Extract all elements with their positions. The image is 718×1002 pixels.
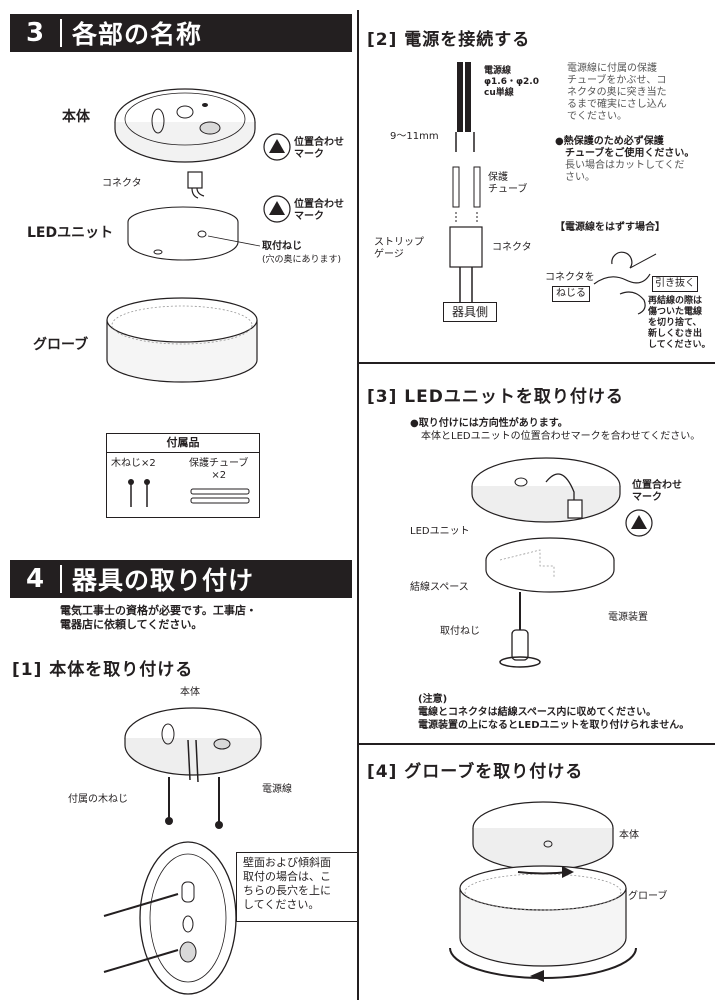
step3-body-illustration — [471, 457, 621, 523]
cut-if-long-note: 長い場合はカットしてくだ さい。 — [564, 160, 685, 183]
step3-bullet-sub: 本体とLEDユニットの位置合わせマークを合わせてください。 — [421, 431, 701, 442]
step1-woodscrew-label: 付属の木ねじ — [68, 794, 128, 805]
step-4-title: [4] グローブを取り付ける — [367, 762, 584, 782]
step4-globe-illustration — [449, 865, 637, 982]
align-mark-label-2: 位置合わせ マーク — [294, 199, 344, 222]
globe-illustration — [106, 297, 258, 383]
qualification-note: 電気工事士の資格が必要です。工事店・ 電器店に依頼してください。 — [60, 604, 257, 631]
protect-tube-label: 保護 チューブ — [488, 172, 528, 195]
wood-screw-right — [215, 777, 223, 829]
step2-connector-label: コネクタ — [492, 242, 532, 253]
mounting-screw-note: (穴の奥にあります) — [262, 255, 342, 265]
power-unit-label: 電源装置 — [608, 612, 648, 623]
wiring-space-label: 結線スペース — [410, 582, 469, 593]
caution-line-2: 電源装置の上になるとLEDユニットを取り付けられません。 — [418, 720, 690, 731]
step4-globe-label: グローブ — [628, 891, 668, 902]
section-3-header: 3 各部の名称 — [10, 14, 352, 52]
mounting-screw-label: 取付ねじ — [262, 241, 302, 252]
part-label-led-unit: LEDユニット — [27, 225, 114, 241]
wire-spec-label: 電源線 φ1.6・φ2.0 cu単線 — [484, 66, 539, 98]
pull-box-label: 引き抜く — [655, 278, 695, 289]
remove-wire-title: 【電源線をはずす場合】 — [555, 222, 665, 233]
hand-pull-illustration — [593, 251, 657, 315]
accessories-title: 付属品 — [107, 434, 259, 453]
caution-title: (注意) — [418, 694, 448, 705]
step3-led-unit-illustration — [485, 537, 615, 593]
divider — [60, 565, 62, 593]
step1-powerline-label: 電源線 — [262, 784, 292, 795]
align-mark-triangle-1 — [263, 133, 291, 161]
step4-body-illustration — [472, 801, 614, 871]
leader-line-screw — [207, 235, 261, 247]
section-number: 4 — [25, 564, 45, 594]
divider — [60, 19, 62, 47]
divider-step2-step3 — [359, 362, 715, 364]
caution-line-1: 電線とコネクタは結線スペース内に収めてください。 — [418, 707, 657, 718]
step-3-title: [3] LEDユニットを取り付ける — [367, 387, 624, 407]
twist-box: ねじる — [552, 286, 590, 302]
connector-icon — [187, 171, 205, 199]
fixture-body-illustration — [114, 88, 256, 163]
wood-screw-left — [165, 777, 173, 825]
fixture-side-label: 器具側 — [451, 305, 488, 319]
step1-body-illustration — [124, 707, 262, 783]
accessories-box: 付属品 木ねじ×2 保護チューブ ×2 — [106, 433, 260, 518]
reuse-note: 再結線の際は 傷ついた電線 を切り捨て、 新しくむき出 してください。 — [648, 296, 711, 350]
part-label-body: 本体 — [62, 109, 90, 125]
screwdriver-icon — [499, 592, 541, 668]
wood-screw-icon — [128, 479, 150, 507]
column-divider — [357, 10, 359, 1000]
section-number: 3 — [25, 18, 45, 48]
section-4-header: 4 器具の取り付け — [10, 560, 352, 598]
step3-align-mark-label: 位置合わせ マーク — [632, 480, 682, 503]
led-unit-illustration — [127, 206, 239, 261]
step-2-title: [2] 電源を接続する — [367, 30, 531, 50]
section-title: 各部の名称 — [72, 20, 203, 49]
step3-screw-label: 取付ねじ — [440, 626, 480, 637]
part-label-globe: グローブ — [33, 337, 89, 353]
wire-diagram — [449, 62, 483, 302]
step3-align-triangle — [625, 509, 653, 537]
step1-callout: 壁面および傾斜面 取付の場合は、こ ちらの長穴を上に してください。 — [236, 852, 358, 922]
step2-description: 電源線に付属の保護 チューブをかぶせ、コ ネクタの奥に突き当た るまで確実にさし… — [567, 63, 667, 122]
step3-bullet: ●取り付けには方向性があります。 — [410, 418, 568, 429]
step3-led-unit-label: LEDユニット — [410, 526, 470, 537]
step1-wall-mount-illustration — [103, 841, 237, 995]
step1-body-label: 本体 — [180, 687, 200, 698]
strip-gauge-label: ストリップ ゲージ — [374, 237, 424, 260]
fixture-side-box: 器具側 — [443, 302, 497, 322]
strip-length-label: 9～11mm — [390, 131, 439, 142]
protect-tube-icon — [190, 488, 250, 504]
step4-body-label: 本体 — [619, 830, 639, 841]
accessory-wood-screw: 木ねじ×2 — [111, 458, 156, 469]
divider-step3-step4 — [359, 743, 715, 745]
connector-label: コネクタ — [102, 178, 142, 189]
align-mark-triangle-2 — [263, 195, 291, 223]
twist-connector-label: コネクタを — [545, 272, 595, 283]
heat-protection-warning: ●熱保護のため必ず保護 チューブをご使用ください。 — [555, 136, 695, 159]
step-1-title: [1] 本体を取り付ける — [12, 660, 194, 680]
twist-box-label: ねじる — [556, 288, 586, 299]
section-title: 器具の取り付け — [72, 566, 255, 595]
align-mark-label-1: 位置合わせ マーク — [294, 137, 344, 160]
accessory-protect-tube: 保護チューブ ×2 — [189, 458, 249, 481]
pull-box: 引き抜く — [652, 276, 698, 292]
